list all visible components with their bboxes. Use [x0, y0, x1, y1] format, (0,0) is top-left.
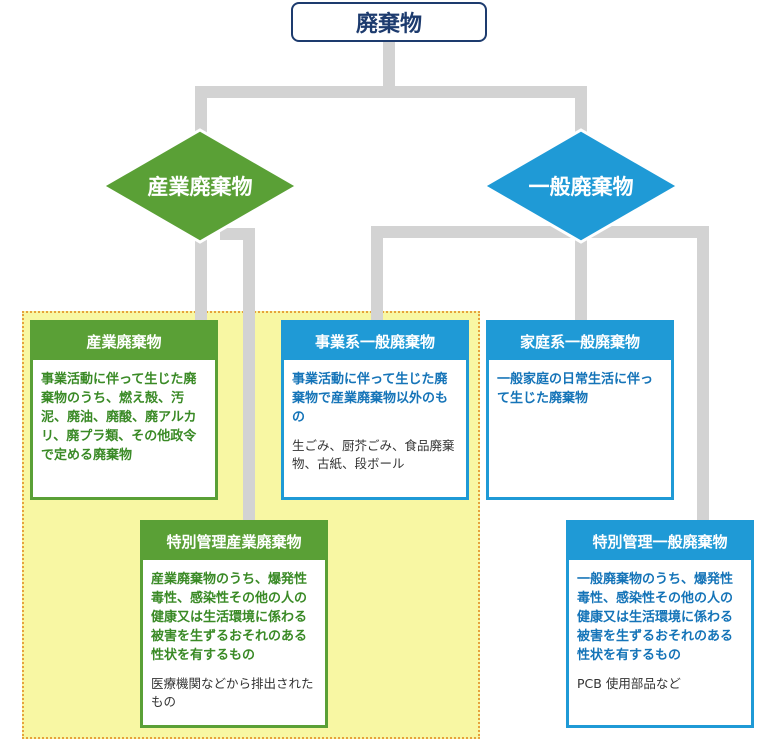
- waste-root-label: 廃棄物: [355, 12, 422, 37]
- general-waste-diamond: 一般廃棄物: [482, 128, 680, 244]
- connector-industrial-side: [220, 228, 255, 240]
- connector-general-down: [575, 230, 587, 322]
- household-general-waste-card-title: 家庭系一般廃棄物: [488, 322, 672, 360]
- special-general-waste-card-description: 一般廃棄物のうち、爆発性毒性、感染性その他の人の健康又は生活環境に係わる被害を生…: [577, 572, 734, 663]
- household-general-waste-card: 家庭系一般廃棄物 一般家庭の日常生活に伴って生じた廃棄物: [486, 320, 674, 500]
- waste-root-box: 廃棄物: [291, 2, 487, 42]
- connector-to-business-general: [371, 226, 383, 322]
- industrial-diamond-shape: [101, 128, 299, 244]
- industrial-waste-card: 産業廃棄物 事業活動に伴って生じた廃棄物のうち、燃え殻、汚泥、廃油、廃酸、廃アル…: [30, 320, 218, 500]
- connector-root-down: [383, 42, 395, 88]
- special-industrial-waste-card: 特別管理産業廃棄物 産業廃棄物のうち、爆発性毒性、感染性その他の人の健康又は生活…: [140, 520, 328, 728]
- business-general-waste-card-examples: 生ごみ、厨芥ごみ、食品廃棄物、古紙、段ボール: [292, 438, 455, 471]
- connector-industrial-to-special: [243, 228, 255, 524]
- business-general-waste-card-title: 事業系一般廃棄物: [283, 322, 467, 360]
- special-industrial-waste-card-description: 産業廃棄物のうち、爆発性毒性、感染性その他の人の健康又は生活環境に係わる被害を生…: [151, 572, 308, 663]
- general-diamond-label: 一般廃棄物: [528, 175, 634, 199]
- special-industrial-waste-card-title: 特別管理産業廃棄物: [142, 522, 326, 560]
- industrial-waste-diamond: 産業廃棄物: [101, 128, 299, 244]
- connector-to-industrial: [195, 86, 207, 138]
- special-general-waste-card-examples: PCB 使用部品など: [577, 676, 681, 691]
- special-general-waste-card-title: 特別管理一般廃棄物: [568, 522, 752, 560]
- connector-to-general: [575, 86, 587, 138]
- special-general-waste-card: 特別管理一般廃棄物 一般廃棄物のうち、爆発性毒性、感染性その他の人の健康又は生活…: [566, 520, 754, 728]
- connector-industrial-to-card: [195, 230, 207, 322]
- connector-root-horizontal: [195, 86, 587, 98]
- special-industrial-waste-card-examples: 医療機関などから排出されたもの: [151, 676, 314, 709]
- industrial-waste-card-title: 産業廃棄物: [32, 322, 216, 360]
- connector-to-special-general: [697, 226, 709, 522]
- general-diamond-shape: [482, 128, 680, 244]
- business-general-waste-card-description: 事業活動に伴って生じた廃棄物で産業廃棄物以外のもの: [292, 372, 449, 425]
- industrial-diamond-label: 産業廃棄物: [147, 175, 253, 199]
- connector-general-horizontal: [371, 226, 709, 238]
- household-general-waste-card-description: 一般家庭の日常生活に伴って生じた廃棄物: [497, 372, 654, 406]
- business-general-waste-card: 事業系一般廃棄物 事業活動に伴って生じた廃棄物で産業廃棄物以外のもの 生ごみ、厨…: [281, 320, 469, 500]
- industrial-waste-card-description: 事業活動に伴って生じた廃棄物のうち、燃え殻、汚泥、廃油、廃酸、廃アルカリ、廃プラ…: [41, 372, 197, 463]
